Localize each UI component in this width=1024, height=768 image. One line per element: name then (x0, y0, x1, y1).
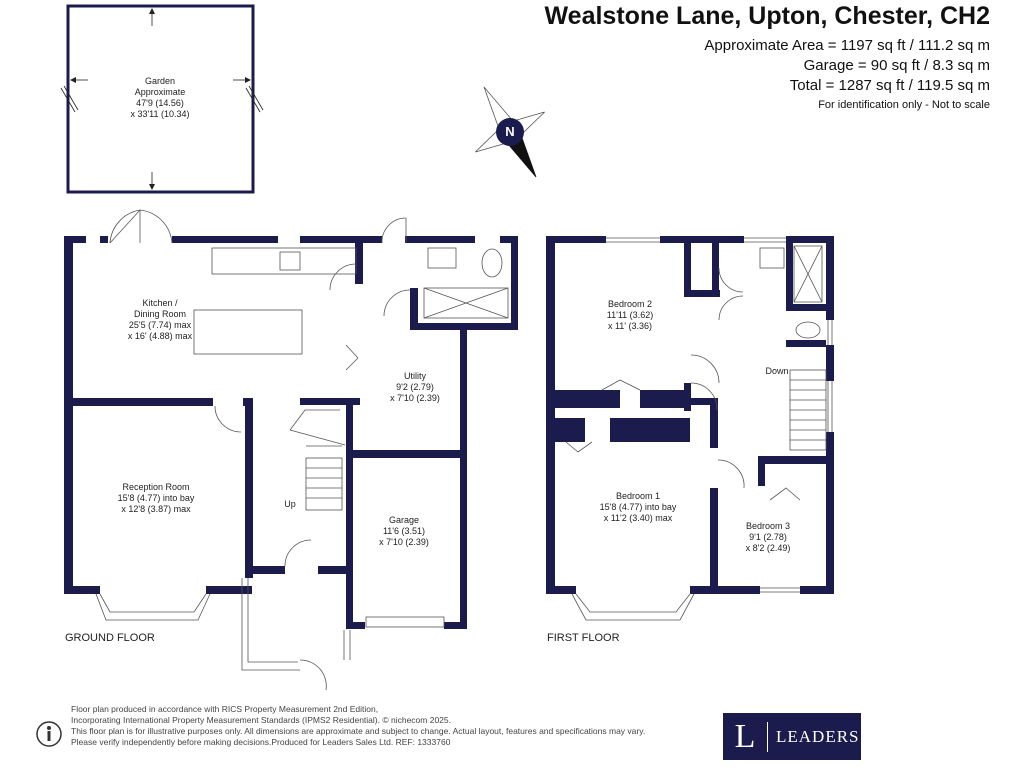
logo-divider (767, 721, 768, 752)
bedroom2-dim2: x 11' (3.36) (607, 321, 653, 331)
disclaimer-line2: Incorporating International Property Mea… (71, 715, 451, 725)
bedroom2-dim1: 11'11 (3.62) (606, 310, 654, 320)
ground-floor-fixtures (95, 209, 509, 691)
property-title: Wealstone Lane, Upton, Chester, CH2 (544, 2, 990, 30)
garage-area: Garage = 90 sq ft / 8.3 sq m (803, 57, 990, 74)
first-floor-label: FIRST FLOOR (547, 632, 620, 644)
bedroom1-label: Bedroom 1 15'8 (4.77) into bay x 11'2 (3… (578, 491, 698, 524)
bedroom1-dim2: x 11'2 (3.40) max (603, 513, 673, 523)
approx-area: Approximate Area = 1197 sq ft / 111.2 sq… (704, 37, 990, 54)
garage-room-label: Garage 11'6 (3.51) x 7'10 (2.39) (364, 515, 444, 548)
disclaimer-line1: Floor plan produced in accordance with R… (71, 704, 379, 714)
utility-dim1: 9'2 (2.79) (396, 382, 434, 392)
kitchen-name: Kitchen / (142, 298, 178, 308)
reception-dim1: 15'8 (4.77) into bay (117, 493, 195, 503)
utility-dim2: x 7'10 (2.39) (390, 393, 440, 403)
first-floor-walls (546, 236, 834, 594)
disclaimer-line4: Please verify independently before makin… (71, 737, 451, 747)
garden-dim2: x 33'11 (10.34) (130, 109, 190, 119)
reception-label: Reception Room 15'8 (4.77) into bay x 12… (86, 482, 226, 515)
garden-name: Garden (144, 76, 176, 86)
utility-name: Utility (404, 371, 426, 381)
bedroom3-dim2: x 8'2 (2.49) (745, 543, 791, 553)
leaders-logo: L LEADERS (723, 713, 861, 760)
garden-plot (60, 4, 264, 194)
kitchen-dim1: 25'5 (7.74) max (128, 320, 192, 330)
kitchen-dim2: x 16' (4.88) max (127, 331, 193, 341)
utility-label: Utility 9'2 (2.79) x 7'10 (2.39) (375, 371, 455, 404)
garden-label: Garden Approximate 47'9 (14.56) x 33'11 … (100, 76, 220, 120)
stairs-up-label: Up (284, 499, 296, 509)
compass-label: N (505, 124, 515, 139)
bedroom1-dim1: 15'8 (4.77) into bay (599, 502, 677, 512)
total-area: Total = 1287 sq ft / 119.5 sq m (789, 77, 990, 94)
bedroom2-label: Bedroom 2 11'11 (3.62) x 11' (3.36) (580, 299, 680, 332)
ground-floor-label: GROUND FLOOR (65, 632, 155, 644)
reception-name: Reception Room (122, 482, 190, 492)
disclaimer-line3: This floor plan is for illustrative purp… (71, 726, 646, 736)
kitchen-name2: Dining Room (133, 309, 187, 319)
compass-icon (475, 86, 545, 178)
bedroom3-dim1: 9'1 (2.78) (749, 532, 787, 542)
garage-name: Garage (388, 515, 420, 525)
kitchen-label: Kitchen / Dining Room 25'5 (7.74) max x … (100, 298, 220, 342)
garage-dim2: x 7'10 (2.39) (379, 537, 429, 547)
garden-approx: Approximate (134, 87, 186, 97)
accessibility-icon (36, 721, 62, 747)
bedroom1-name: Bedroom 1 (615, 491, 661, 501)
bedroom3-label: Bedroom 3 9'1 (2.78) x 8'2 (2.49) (730, 521, 806, 554)
disclaimer: Floor plan produced in accordance with R… (71, 704, 645, 748)
garage-dim1: 11'6 (3.51) (382, 526, 426, 536)
ground-floor-walls (64, 236, 518, 629)
logo-name: LEADERS (776, 726, 860, 746)
stairs-down-label: Down (765, 366, 789, 376)
bedroom3-name: Bedroom 3 (745, 521, 791, 531)
bedroom2-name: Bedroom 2 (607, 299, 653, 309)
first-floor-fixtures (565, 237, 833, 621)
reception-dim2: x 12'8 (3.87) max (121, 504, 191, 514)
identification-note: For identification only - Not to scale (818, 99, 990, 111)
garden-dim1: 47'9 (14.56) (136, 98, 184, 108)
logo-letter: L (734, 717, 756, 755)
